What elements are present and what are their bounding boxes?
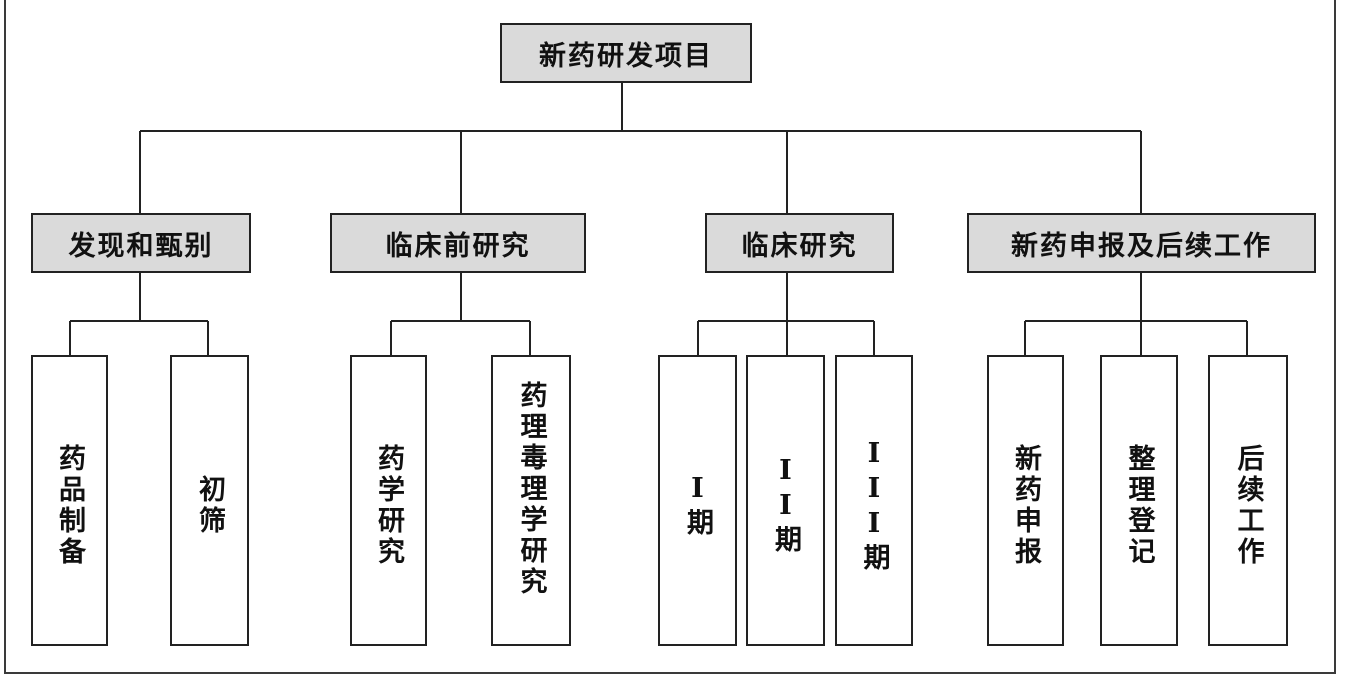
leaf-node-pharmacology-toxicology-research: 药理毒理学研究 [491,355,571,646]
branch-node-discovery: 发现和甄别 [31,213,251,273]
leaf-node-primary-screening: 初筛 [170,355,249,646]
diagram-frame [4,0,1336,674]
leaf-node-registration: 整理登记 [1100,355,1178,646]
leaf-node-drug-preparation: 药品制备 [31,355,108,646]
leaf-node-phase-2: II期 [746,355,825,646]
branch-node-preclinical: 临床前研究 [330,213,586,273]
branch-node-filing: 新药申报及后续工作 [967,213,1316,273]
leaf-node-pharmaceutics-research: 药学研究 [350,355,427,646]
branch-node-clinical: 临床研究 [705,213,894,273]
leaf-node-follow-up-work: 后续工作 [1208,355,1288,646]
leaf-node-phase-3: III期 [835,355,913,646]
leaf-node-new-drug-filing: 新药申报 [987,355,1064,646]
leaf-node-phase-1: I期 [658,355,737,646]
root-node: 新药研发项目 [500,23,752,83]
